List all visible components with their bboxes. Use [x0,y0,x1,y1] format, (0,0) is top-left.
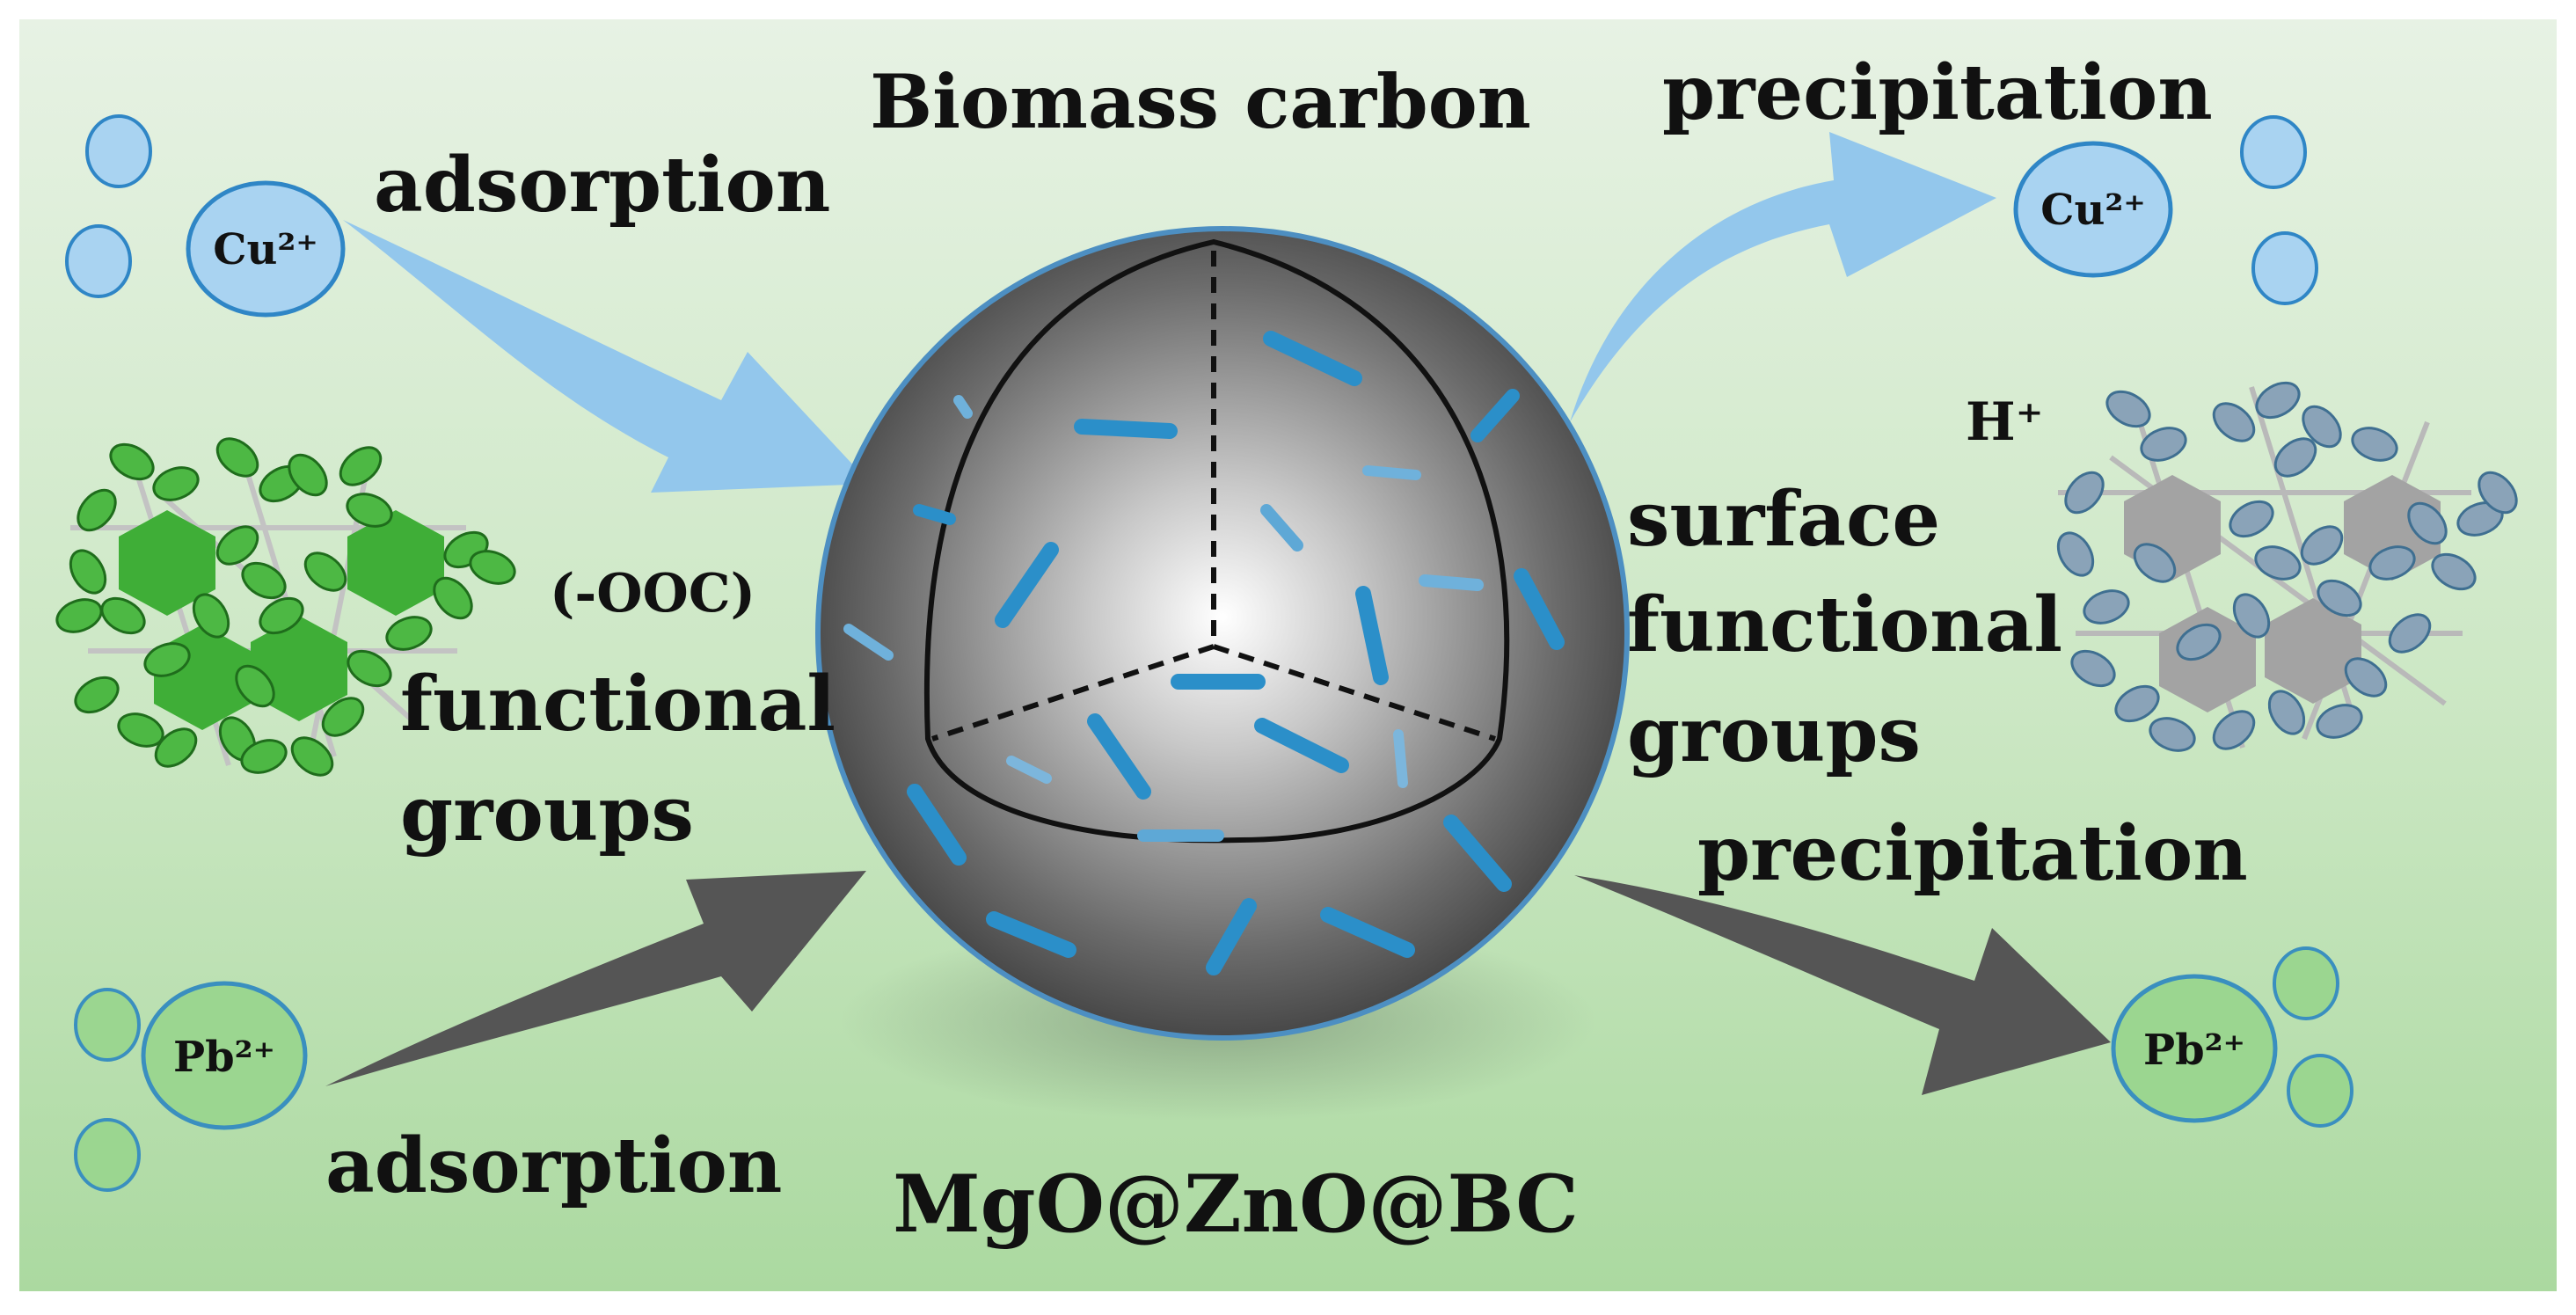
cu-ion-left-label: Cu²⁺ [213,225,317,274]
composite-label: MgO@ZnO@BC [893,1158,1579,1251]
adsorption-arrow-pb [325,871,866,1086]
functional-left-label: functional [400,660,836,749]
nanorods [843,331,1565,975]
groups-left-label: groups [400,770,694,858]
pb-ion-cluster-right [2111,946,2353,1128]
green-functional-group-network [55,437,516,777]
h-plus-label: H⁺ [1966,391,2043,453]
pb-ion-right [2111,974,2278,1123]
precipitation-arrow-pb [1574,875,2111,1095]
cu-ion-cluster-right [2013,115,2318,305]
cu-ion-left [186,180,346,318]
precipitation-bottom-label: precipitation [1697,809,2248,898]
functional-right-label: functional [1627,581,2062,669]
biomass-carbon-label: Biomass carbon [870,58,1531,145]
sphere-cutaway-dashes [931,251,1496,742]
groups-right-label: groups [1627,690,1921,779]
sphere-cutaway-outline [923,238,1510,844]
ooc-label: (-OOC) [550,563,755,625]
surface-label: surface [1627,475,1940,564]
adsorption-arrow-cu [343,220,871,493]
pb-ion-left-label: Pb²⁺ [173,1033,275,1082]
cu-ion-right [2013,141,2173,278]
pb-ion-cluster-left [74,981,308,1192]
cu-ion-right-label: Cu²⁺ [2040,186,2145,235]
grey-functional-group-network [2056,381,2518,752]
adsorption-bottom-label: adsorption [325,1121,782,1210]
pb-ion-left [141,981,308,1130]
adsorption-top-label: adsorption [374,141,830,230]
pb-ion-right-label: Pb²⁺ [2143,1026,2245,1075]
mgo-zno-bc-sphere [815,226,1630,1041]
cu-ion-cluster-left [65,114,346,318]
precipitation-arrow-cu [1570,132,1996,422]
precipitation-top-label: precipitation [1662,48,2213,137]
